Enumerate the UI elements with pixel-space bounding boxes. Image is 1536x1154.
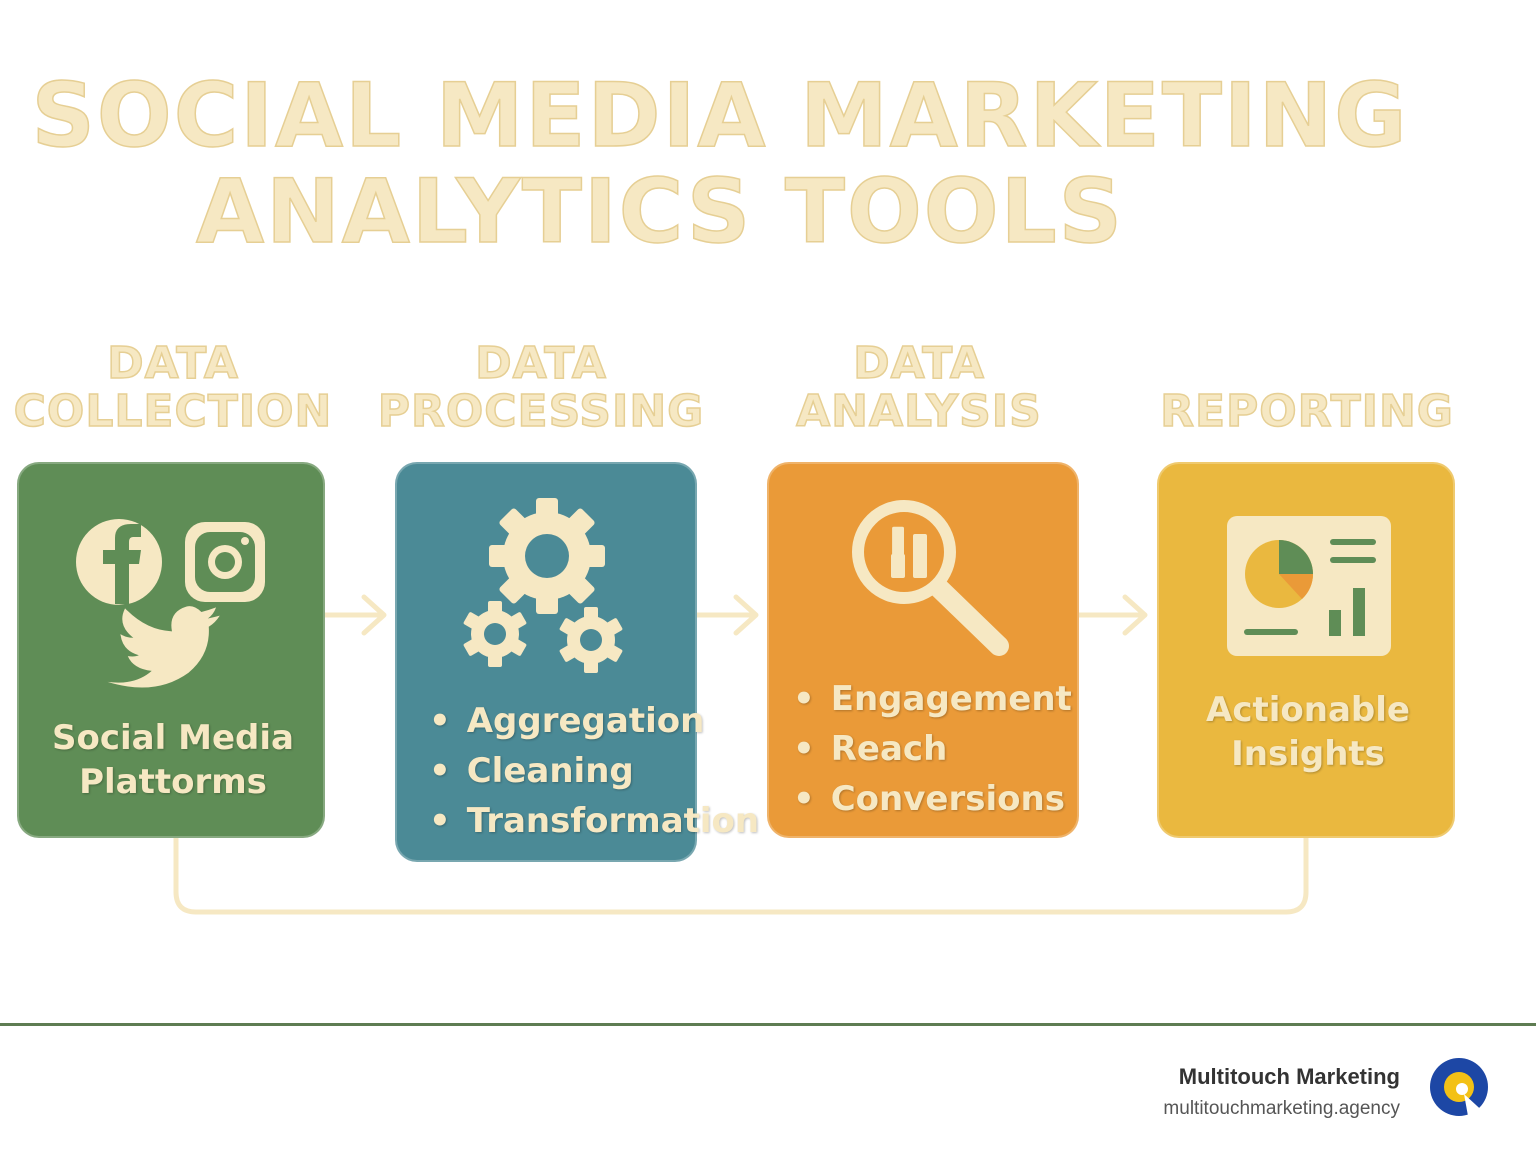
title-line-2: ANALYTICS TOOLS	[195, 160, 1125, 263]
list-item: Engagement	[793, 674, 1072, 724]
list-item: Cleaning	[429, 746, 759, 796]
list-item: Aggregation	[429, 696, 759, 746]
twitter-icon	[107, 606, 220, 688]
dashboard-icon	[1227, 516, 1391, 656]
stage-label-analysis: DATA ANALYSIS	[795, 338, 1042, 437]
analysis-card: Engagement Reach Conversions	[767, 462, 1079, 838]
arrow-icon-2	[694, 594, 759, 636]
arrow-icon-3	[1076, 594, 1148, 636]
arrow-icon-1	[322, 594, 387, 636]
instagram-icon	[185, 522, 265, 602]
collection-text: Social Media Plattorms	[52, 718, 294, 802]
brand-url[interactable]: multitouchmarketing.agency	[1163, 1098, 1400, 1119]
magnifier-chart-icon	[852, 500, 1009, 656]
page-title: SOCIAL MEDIA MARKETING ANALYTICS TOOLS	[0, 64, 1440, 263]
feedback-loop-line	[173, 835, 1309, 915]
analysis-bullets: Engagement Reach Conversions	[793, 674, 1072, 824]
stage-label-processing: DATA PROCESSING	[377, 338, 705, 437]
processing-bullets: Aggregation Cleaning Transformation	[429, 696, 759, 846]
gears-icon	[463, 498, 623, 673]
title-line-1: SOCIAL MEDIA MARKETING	[31, 64, 1409, 167]
stage-label-reporting: REPORTING	[1159, 386, 1454, 437]
facebook-icon	[76, 519, 162, 605]
brand-logo-icon	[1430, 1058, 1488, 1116]
reporting-card: Actionable Insights	[1157, 462, 1455, 838]
brand-name: Multitouch Marketing	[1178, 1064, 1400, 1089]
reporting-text: Actionable Insights	[1206, 690, 1410, 774]
collection-card: Social Media Plattorms	[17, 462, 325, 838]
stage-label-collection: DATA COLLECTION	[13, 338, 333, 437]
list-item: Transformation	[429, 796, 759, 846]
social-icons	[76, 519, 265, 688]
list-item: Conversions	[793, 774, 1072, 824]
list-item: Reach	[793, 724, 1072, 774]
footer-divider	[0, 1023, 1536, 1026]
processing-card: Aggregation Cleaning Transformation	[395, 462, 759, 862]
